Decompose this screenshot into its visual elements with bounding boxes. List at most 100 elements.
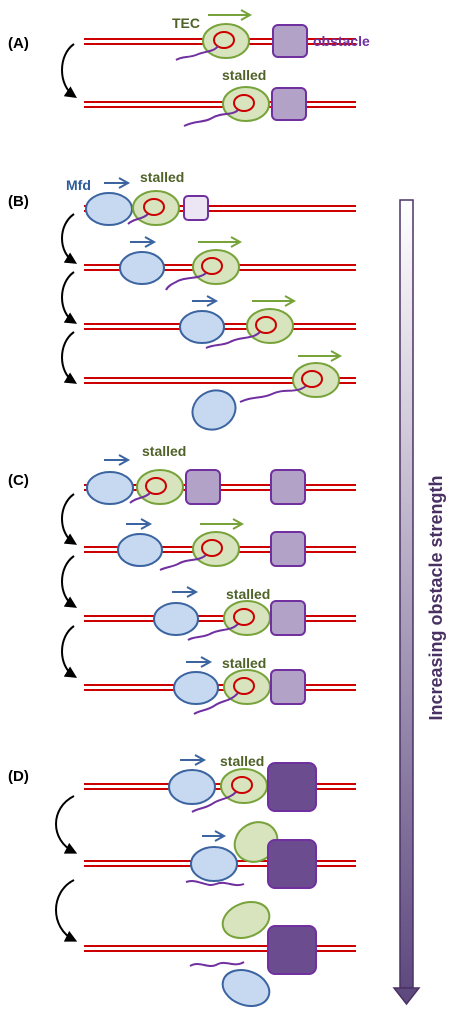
step-arrow <box>61 43 77 99</box>
stalled-label: stalled <box>142 443 186 459</box>
mfd-protein <box>119 251 165 285</box>
direction-arrow <box>126 518 153 530</box>
mfd-protein <box>179 310 225 344</box>
direction-arrow <box>202 830 227 842</box>
dna-strand <box>84 101 356 108</box>
transcription-bubble <box>201 539 223 557</box>
stalled-label: stalled <box>220 753 264 769</box>
mfd-protein <box>173 671 219 705</box>
obstacle-block-strong <box>267 762 317 812</box>
tec-polymerase <box>292 362 340 398</box>
obstacle-block <box>270 469 306 505</box>
mfd-protein <box>85 192 133 226</box>
tec-polymerase <box>222 86 270 122</box>
strength-arrowhead <box>392 987 421 1006</box>
direction-arrow <box>104 454 131 466</box>
direction-arrow <box>252 295 297 307</box>
tec-polymerase <box>192 249 240 285</box>
tec-polymerase <box>192 531 240 567</box>
obstacle-block <box>271 87 307 121</box>
obstacle-block <box>185 469 221 505</box>
mfd-protein <box>86 471 134 505</box>
tec-polymerase <box>223 600 271 636</box>
obstacle-block <box>270 531 306 567</box>
mfd-protein <box>117 533 163 567</box>
rna-transcript <box>165 272 207 291</box>
tec-polymerase-released <box>233 821 279 863</box>
step-arrow <box>55 795 78 854</box>
step-arrow <box>61 555 78 608</box>
transcription-bubble <box>255 316 277 334</box>
rna-transcript <box>193 692 239 715</box>
transcription-bubble <box>201 257 223 275</box>
obstacle-label: obstacle <box>313 33 370 49</box>
rna-transcript-released <box>185 880 245 887</box>
rna-transcript <box>175 45 219 61</box>
obstacle-block <box>270 600 306 636</box>
rna-transcript <box>187 623 239 641</box>
direction-arrow <box>198 236 243 248</box>
transcription-bubble <box>233 608 255 626</box>
mfd-protein <box>153 602 199 636</box>
direction-arrow <box>298 350 343 362</box>
direction-arrow <box>104 177 131 189</box>
panel-b: (B) Mfd stalled <box>8 169 356 431</box>
tec-polymerase <box>202 23 250 59</box>
panel-label-d: (D) <box>8 768 29 785</box>
stalled-label: stalled <box>222 67 266 83</box>
mfd-protein <box>168 769 216 805</box>
axis-label: Increasing obstacle strength <box>426 475 446 720</box>
stalled-label: stalled <box>226 586 270 602</box>
transcription-bubble <box>301 370 323 388</box>
mfd-protein <box>190 846 238 882</box>
step-arrow <box>61 271 78 324</box>
panel-d: (D) stalled <box>8 753 356 1007</box>
rna-transcript <box>127 213 149 225</box>
tec-label: TEC <box>172 15 200 31</box>
transcription-bubble <box>233 94 255 112</box>
tec-polymerase <box>132 190 180 226</box>
direction-arrow <box>192 295 219 307</box>
panel-label-a: (A) <box>8 35 29 52</box>
step-arrow <box>61 331 78 384</box>
tec-polymerase-released <box>221 901 271 939</box>
transcription-bubble <box>213 31 235 49</box>
transcription-bubble <box>143 198 165 216</box>
obstacle-block <box>272 24 308 58</box>
direction-arrow <box>130 236 157 248</box>
direction-arrow <box>208 9 253 21</box>
panel-label-b: (B) <box>8 193 29 210</box>
panel-a: (A) TEC obstacle stalled <box>8 9 370 127</box>
obstacle-block <box>270 669 306 705</box>
tec-polymerase <box>136 469 184 505</box>
obstacle-strength-arrow <box>392 199 421 1006</box>
obstacle-block-strong <box>267 839 317 889</box>
mfd-protein-released <box>191 389 237 431</box>
step-arrow <box>55 879 78 942</box>
step-arrow <box>61 213 78 264</box>
rna-transcript <box>239 385 307 403</box>
dna-strand <box>84 684 356 691</box>
rna-transcript <box>205 331 261 349</box>
rna-transcript <box>191 791 237 813</box>
stalled-label: stalled <box>140 169 184 185</box>
dna-strand <box>84 615 356 622</box>
mfd-protein-released <box>221 969 271 1007</box>
rna-transcript <box>129 492 151 504</box>
strength-gradient-bar <box>399 199 414 989</box>
step-arrow <box>61 625 78 678</box>
stalled-label: stalled <box>222 655 266 671</box>
obstacle-block-weak <box>183 195 209 221</box>
direction-arrow <box>200 518 245 530</box>
rna-transcript-released <box>189 961 245 967</box>
tec-polymerase <box>246 308 294 344</box>
direction-arrow <box>172 586 199 598</box>
transcription-bubble <box>145 477 167 495</box>
transcription-bubble <box>231 776 253 794</box>
direction-arrow <box>180 754 207 766</box>
direction-arrow <box>186 656 213 668</box>
transcription-bubble <box>233 677 255 695</box>
panel-label-c: (C) <box>8 472 29 489</box>
rna-transcript <box>183 109 239 127</box>
